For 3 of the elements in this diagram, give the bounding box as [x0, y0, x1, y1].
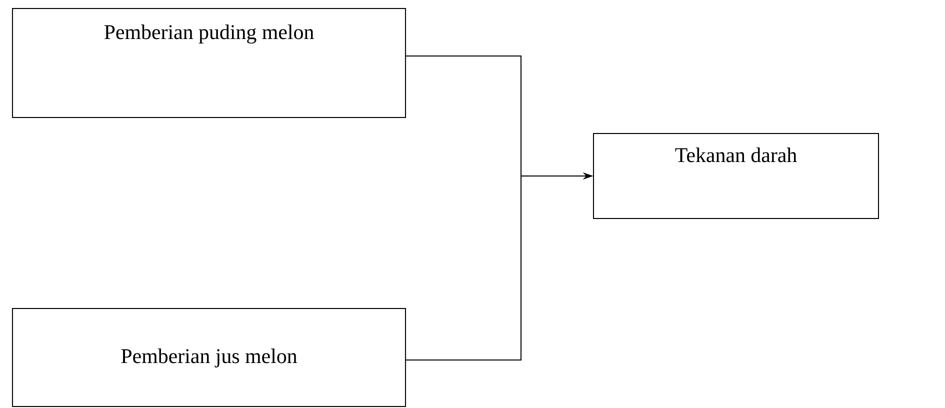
process-box: Pemberian puding melon — [12, 8, 406, 118]
process-box: Pemberian jus melon — [12, 308, 406, 407]
process-box: Tekanan darah — [593, 133, 879, 219]
